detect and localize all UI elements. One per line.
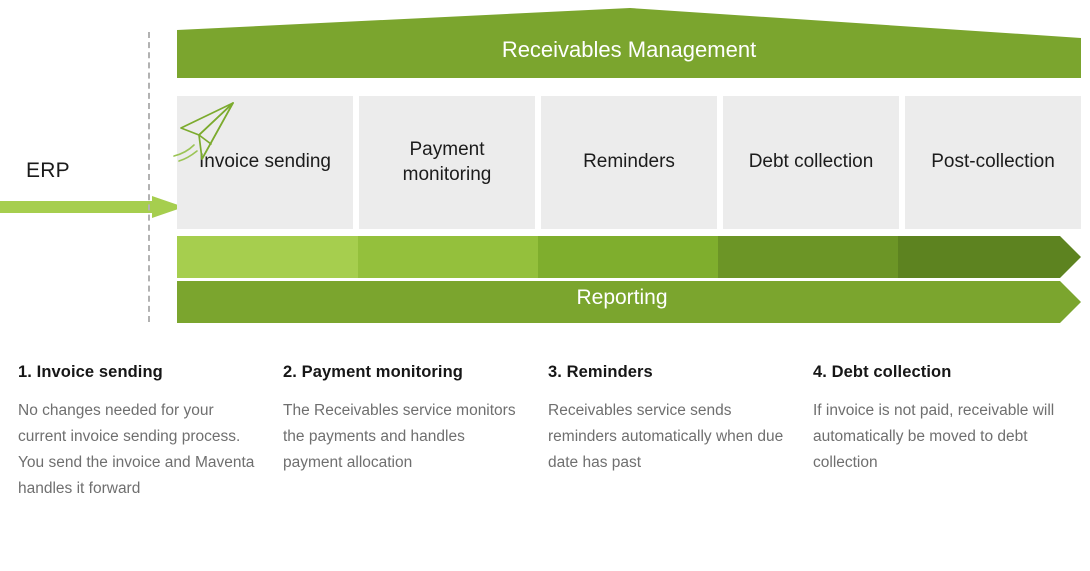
step-title: 2. Payment monitoring [283, 363, 463, 381]
stage-label: Debt collection [748, 151, 874, 173]
step-title: 1. Invoice sending [18, 363, 163, 381]
chevron-segment-5 [898, 236, 1081, 278]
chevron-segment-1 [177, 236, 382, 278]
step-body: Receivables service sends reminders auto… [548, 402, 784, 472]
stage-label: Invoice sending [198, 151, 332, 173]
step-1: 1. Invoice sending No changes needed for… [18, 363, 283, 502]
arrow-right-icon [0, 196, 184, 218]
step-body: The Receivables service monitors the pay… [283, 402, 516, 472]
stage-box-reminders[interactable]: Reminders [541, 96, 717, 229]
chevron-segment-4 [718, 236, 922, 278]
reporting-bar [177, 281, 1081, 323]
stage-label: Reminders [583, 151, 675, 173]
chevron-segment-2 [358, 236, 562, 278]
stage-label: Post-collection [931, 151, 1055, 173]
step-3: 3. Reminders Receivables service sends r… [548, 363, 813, 502]
stage-boxes: Invoice sending Payment monitoring Remin… [177, 96, 1081, 229]
step-body: If invoice is not paid, receivable will … [813, 402, 1055, 472]
step-descriptions: 1. Invoice sending No changes needed for… [18, 363, 1078, 502]
stage-box-debt-collection[interactable]: Debt collection [723, 96, 899, 229]
chevron-segment-3 [538, 236, 742, 278]
stage-chevron-band [177, 236, 1081, 278]
erp-label: ERP [26, 159, 70, 182]
step-title: 4. Debt collection [813, 363, 952, 381]
stage-box-payment-monitoring[interactable]: Payment monitoring [359, 96, 535, 229]
step-body: No changes needed for your current invoi… [18, 402, 255, 498]
step-2: 2. Payment monitoring The Receivables se… [283, 363, 548, 502]
boundary-divider [148, 32, 150, 322]
step-title: 3. Reminders [548, 363, 653, 381]
step-4: 4. Debt collection If invoice is not pai… [813, 363, 1078, 502]
receivables-management-banner [177, 8, 1081, 78]
stage-label: Payment monitoring [402, 139, 492, 185]
stage-box-invoice-sending[interactable]: Invoice sending [177, 96, 353, 229]
stage-box-post-collection[interactable]: Post-collection [905, 96, 1081, 229]
